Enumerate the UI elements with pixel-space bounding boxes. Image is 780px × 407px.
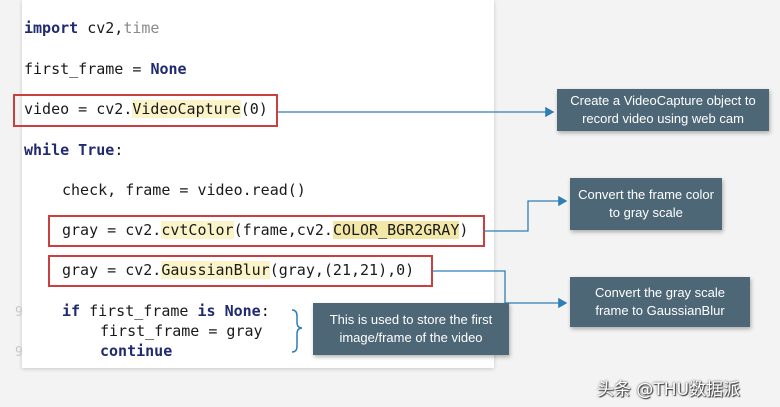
code-line-while: while True:: [24, 141, 124, 159]
code-line-if: if first_frame is None:: [62, 302, 270, 320]
code-line-import: import cv2,time: [24, 19, 160, 37]
callout-first-frame: This is used to store the first image/fr…: [313, 303, 509, 355]
code-line-continue: continue: [100, 342, 173, 360]
gutter-line-number: 9: [15, 305, 23, 320]
code-line-gaussianblur: gray = cv2.GaussianBlur(gray,(21,21),0): [62, 261, 415, 279]
code-line-videocapture: video = cv2.VideoCapture(0): [24, 100, 268, 118]
cvtcolor-highlight-box: [48, 215, 485, 247]
watermark: 头条 @THU数据派: [597, 380, 741, 400]
code-line-assign-gray: first_frame = gray: [100, 322, 263, 340]
gaussian-arrow: [433, 270, 568, 309]
gaussianblur-highlight-box: [48, 255, 433, 287]
callout-cvtcolor: Convert the frame color to gray scale: [570, 178, 722, 230]
videocapture-highlight-box: [13, 94, 278, 127]
first-frame-brace: [291, 309, 303, 353]
cvtcolor-arrow: [485, 195, 568, 232]
callout-videocapture: Create a VideoCapture object to record v…: [557, 89, 769, 131]
callout-gaussianblur: Convert the gray scale frame to Gaussian…: [570, 277, 750, 327]
code-line-first-frame: first_frame = None: [24, 60, 187, 78]
code-line-read: check, frame = video.read(): [62, 181, 306, 199]
gutter-line-number: 9: [15, 345, 23, 360]
code-line-cvtcolor: gray = cv2.cvtColor(frame,cv2.COLOR_BGR2…: [62, 221, 469, 239]
